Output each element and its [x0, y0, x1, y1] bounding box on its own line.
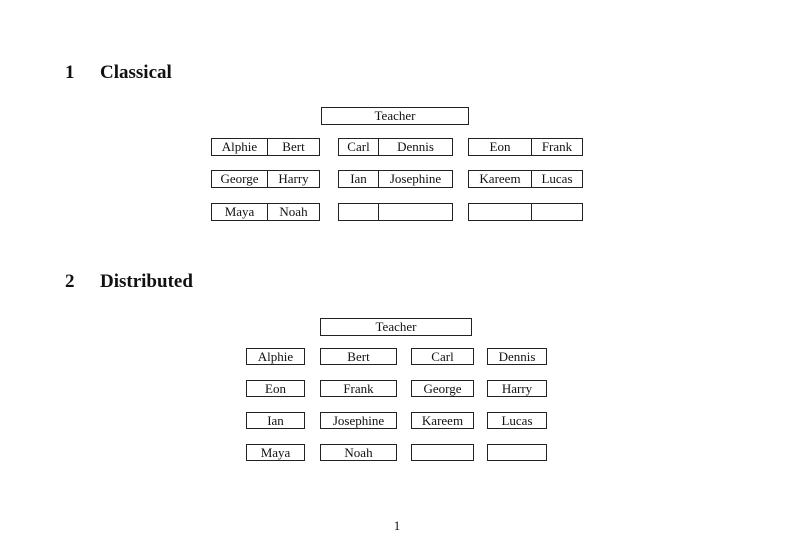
- desk-seat-left: Eon: [469, 139, 532, 155]
- desk-classical: Eon Frank: [468, 138, 583, 156]
- desk-classical-empty: [468, 203, 583, 221]
- teacher-label: Teacher: [374, 108, 416, 123]
- desk-classical: Kareem Lucas: [468, 170, 583, 188]
- seat-label: Maya: [260, 445, 291, 460]
- desk-distributed: Eon: [246, 380, 305, 397]
- desk-seat-right: Frank: [541, 139, 573, 154]
- desk-distributed: Ian: [246, 412, 305, 429]
- section-title: Classical: [100, 62, 172, 83]
- seat-label: Eon: [265, 381, 286, 396]
- teacher-box-distributed: Teacher: [320, 318, 472, 336]
- desk-classical: Maya Noah: [211, 203, 320, 221]
- desk-distributed: Kareem: [411, 412, 474, 429]
- desk-seat-right: Lucas: [541, 171, 573, 186]
- desk-seat-left: Ian: [339, 171, 379, 187]
- desk-seat-left: Alphie: [212, 139, 268, 155]
- desk-seat-left: Maya: [212, 204, 268, 220]
- desk-distributed: Bert: [320, 348, 397, 365]
- desk-classical: Alphie Bert: [211, 138, 320, 156]
- desk-distributed: Josephine: [320, 412, 397, 429]
- seat-label: Josephine: [332, 413, 385, 428]
- desk-seat-right: [532, 204, 582, 220]
- desk-seat-left: [339, 204, 379, 220]
- seat-label: Alphie: [257, 349, 294, 364]
- desk-classical: Ian Josephine: [338, 170, 453, 188]
- desk-seat-left: Carl: [339, 139, 379, 155]
- seat-label: Bert: [347, 349, 370, 364]
- teacher-box-classical: Teacher: [321, 107, 469, 125]
- seat-label: Carl: [431, 349, 454, 364]
- desk-distributed: Frank: [320, 380, 397, 397]
- section-heading-classical: 1 Classical: [65, 62, 172, 84]
- section-heading-distributed: 2 Distributed: [65, 271, 193, 293]
- desk-distributed: Lucas: [487, 412, 547, 429]
- desk-distributed-empty: [487, 444, 547, 461]
- desk-distributed: Noah: [320, 444, 397, 461]
- seat-label: George: [423, 381, 462, 396]
- seat-label: Ian: [267, 413, 284, 428]
- teacher-label: Teacher: [375, 319, 417, 334]
- desk-distributed: Harry: [487, 380, 547, 397]
- desk-seat-right: Josephine: [389, 171, 442, 186]
- desk-classical: George Harry: [211, 170, 320, 188]
- page-number: 1: [393, 518, 401, 533]
- desk-seat-right: Noah: [279, 204, 308, 219]
- seat-label: Frank: [343, 381, 374, 396]
- section-title: Distributed: [100, 271, 193, 292]
- desk-seat-right: Dennis: [397, 139, 434, 154]
- desk-distributed: Dennis: [487, 348, 547, 365]
- desk-distributed: Carl: [411, 348, 474, 365]
- desk-distributed: Maya: [246, 444, 305, 461]
- desk-seat-right: Harry: [278, 171, 309, 186]
- desk-distributed: Alphie: [246, 348, 305, 365]
- seat-label: Harry: [501, 381, 533, 396]
- section-number: 1: [65, 62, 75, 83]
- desk-seat-right: [379, 204, 452, 220]
- seat-label: Kareem: [421, 413, 464, 428]
- desk-classical: Carl Dennis: [338, 138, 453, 156]
- seat-label: Lucas: [501, 413, 533, 428]
- desk-seat-right: Bert: [282, 139, 305, 154]
- desk-distributed-empty: [411, 444, 474, 461]
- desk-distributed: George: [411, 380, 474, 397]
- desk-classical-empty: [338, 203, 453, 221]
- seat-label: Noah: [344, 445, 373, 460]
- section-number: 2: [65, 271, 75, 292]
- seat-label: Dennis: [498, 349, 536, 364]
- desk-seat-left: [469, 204, 532, 220]
- desk-seat-left: George: [212, 171, 268, 187]
- desk-seat-left: Kareem: [469, 171, 532, 187]
